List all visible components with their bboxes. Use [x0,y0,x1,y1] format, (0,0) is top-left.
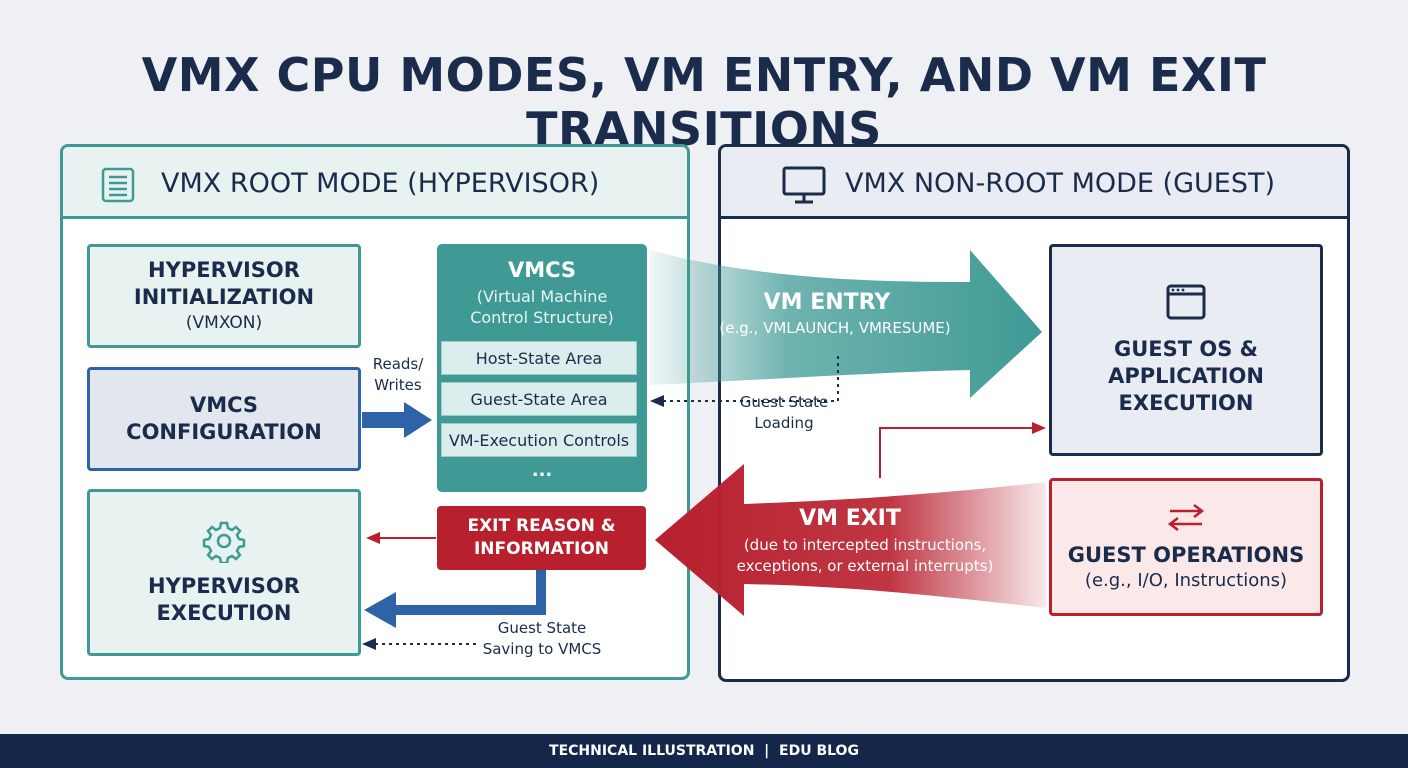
exit-reason-box: EXIT REASON & INFORMATION [437,506,646,570]
vm-exit-title: VM EXIT [799,506,901,531]
server-list-icon [101,167,135,203]
guest-os-2: APPLICATION [1108,363,1264,388]
gear-icon [202,521,246,563]
footer-bar: TECHNICAL ILLUSTRATION | EDU BLOG [0,734,1408,768]
reads-writes-arrow [362,402,432,438]
vm-exit-sub-2: exceptions, or external interrupts) [736,557,994,575]
init-sub: (VMXON) [185,313,263,333]
monitor-icon [782,166,826,204]
exit-info-arrowhead [366,532,380,544]
guest-os-1: GUEST OS & [1114,336,1258,361]
guest-ops-connector [879,427,1032,478]
guest-ops-title: GUEST OPERATIONS [1067,542,1305,567]
guest-mode-header: VMX NON-ROOT MODE (GUEST) [721,147,1347,219]
init-title-2: INITIALIZATION [133,285,315,309]
guest-saving-label: Guest State Saving to VMCS [472,618,612,660]
init-title-1: HYPERVISOR [148,258,300,282]
guest-loading-2: Loading [754,414,814,432]
vm-entry-arrow [650,250,1042,398]
vm-exit-arrow [655,464,1046,616]
guest-ops-sub: (e.g., I/O, Instructions) [1084,569,1288,591]
config-title-2: CONFIGURATION [126,420,322,444]
exec-title-1: HYPERVISOR [148,573,300,598]
vm-exit-sub-1: (due to intercepted instructions, [743,536,987,554]
vm-entry-sub: (e.g., VMLAUNCH, VMRESUME) [719,319,951,337]
guest-mode-title: VMX NON-ROOT MODE (GUEST) [845,168,1275,199]
vmcs-row-exec-controls: VM-Execution Controls [441,423,637,457]
reads-writes-1: Reads/ [372,355,424,373]
vm-exit-sub: (due to intercepted instructions, except… [720,535,1010,577]
guest-os-box: GUEST OS & APPLICATION EXECUTION [1049,244,1323,456]
guest-operations-box: GUEST OPERATIONS (e.g., I/O, Instruction… [1049,478,1323,616]
guest-loading-dotted [664,356,839,402]
return-arrowhead [364,592,396,628]
page-title: VMX CPU MODES, VM ENTRY, AND VM EXIT TRA… [141,48,1267,156]
guest-saving-2: Saving to VMCS [482,640,602,658]
swap-arrows-icon [1167,503,1205,531]
vm-entry-title: VM ENTRY [763,290,891,315]
root-mode-header: VMX ROOT MODE (HYPERVISOR) [63,147,687,219]
root-mode-title: VMX ROOT MODE (HYPERVISOR) [161,168,600,199]
guest-saving-1: Guest State [497,619,587,637]
exit-reason-1: EXIT REASON & [467,516,616,536]
vmcs-row-guest-state: Guest-State Area [441,382,637,416]
config-title-1: VMCS [189,393,259,417]
vmcs-more: ... [531,460,553,481]
vmcs-config-box: VMCS CONFIGURATION [87,367,361,471]
guest-loading-1: Guest State [739,393,829,411]
reads-writes-label: Reads/ Writes [363,354,433,396]
guest-loading-label: Guest State Loading [732,392,836,434]
hypervisor-exec-box: HYPERVISOR EXECUTION [87,489,361,656]
vmcs-sub-1: (Virtual Machine [476,287,608,306]
vmcs-subtitle: (Virtual Machine Control Structure) [437,286,647,328]
hypervisor-init-box: HYPERVISOR INITIALIZATION (VMXON) [87,244,361,348]
vmcs-row-host-state: Host-State Area [441,341,637,375]
exec-title-2: EXECUTION [156,600,292,625]
exit-reason-2: INFORMATION [473,539,610,559]
vmcs-title: VMCS [507,258,577,282]
reads-writes-2: Writes [374,376,422,394]
return-to-hypervisor-arrow [396,570,546,615]
guest-os-3: EXECUTION [1118,390,1254,415]
vmcs-block: VMCS (Virtual Machine Control Structure)… [437,244,647,492]
window-icon [1166,284,1206,319]
vmcs-sub-2: Control Structure) [470,308,614,327]
footer-text: TECHNICAL ILLUSTRATION | EDU BLOG [549,743,859,759]
